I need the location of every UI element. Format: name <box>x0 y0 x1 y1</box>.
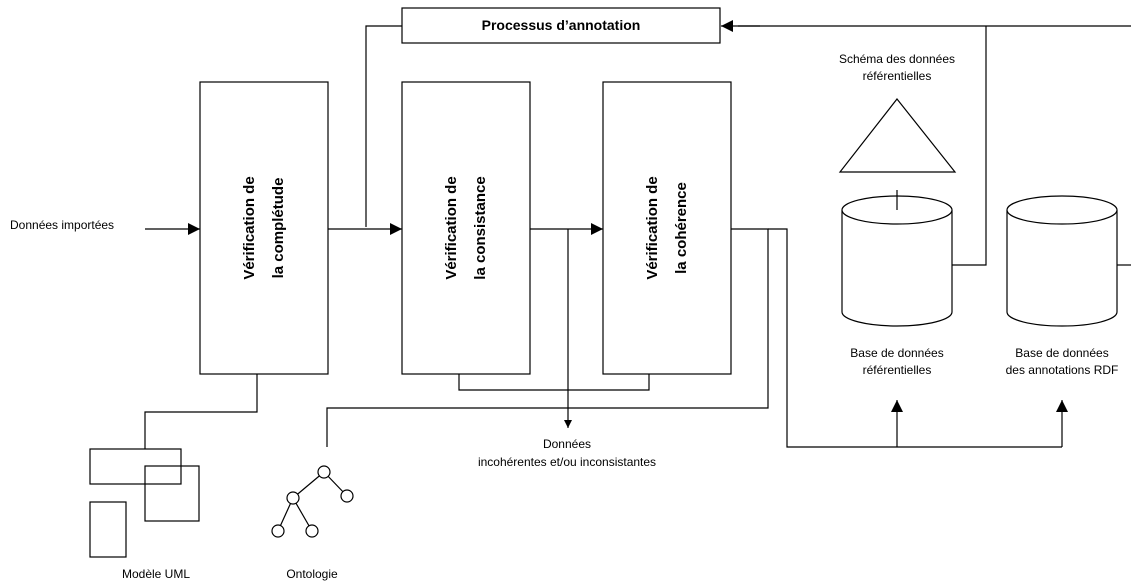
incoherent-data-line1: Données <box>543 437 591 451</box>
rdf-database-cylinder-icon <box>1006 195 1118 327</box>
incoherent-data-line2: incohérentes et/ou inconsistantes <box>478 455 656 469</box>
consistency-check-box <box>401 81 531 375</box>
schema-label-line1: Schéma des données <box>839 52 955 66</box>
reference-db-label-line2: référentielles <box>863 363 932 377</box>
consistency-line1: Vérification de <box>443 176 460 279</box>
uml-connection-line <box>144 374 258 449</box>
rdf-db-label-line1: Base de données <box>1015 346 1108 360</box>
imported-data-label: Données importées <box>10 218 114 232</box>
uml-model-label: Modèle UML <box>122 567 190 581</box>
coherence-line1: Vérification de <box>644 176 661 279</box>
completeness-check-box <box>199 81 329 375</box>
annotation-process-label: Processus d’annotation <box>482 17 641 33</box>
completeness-line1: Vérification de <box>241 176 258 279</box>
reference-database-cylinder-icon <box>841 195 953 327</box>
consistency-line2: la consistance <box>472 176 489 279</box>
coherence-line2: la cohérence <box>673 182 690 274</box>
annotation-to-main-line <box>365 25 402 227</box>
ontology-connection-line <box>326 228 769 447</box>
db-bus-line <box>768 228 1062 448</box>
ontology-tree-icon <box>271 465 354 538</box>
box2-box3-bottom-link <box>458 374 650 391</box>
coherence-check-box <box>602 81 732 375</box>
rdf-db-label-line2: des annotations RDF <box>1006 363 1119 377</box>
uml-model-icon <box>89 448 200 558</box>
annotation-process-box <box>401 7 721 44</box>
schema-triangle-icon <box>838 98 957 173</box>
schema-label-line2: référentielles <box>863 69 932 83</box>
ontology-label: Ontologie <box>286 567 338 581</box>
reference-db-label-line1: Base de données <box>850 346 943 360</box>
completeness-line2: la complétude <box>270 178 287 279</box>
reference-db-feedback-line <box>952 26 987 266</box>
